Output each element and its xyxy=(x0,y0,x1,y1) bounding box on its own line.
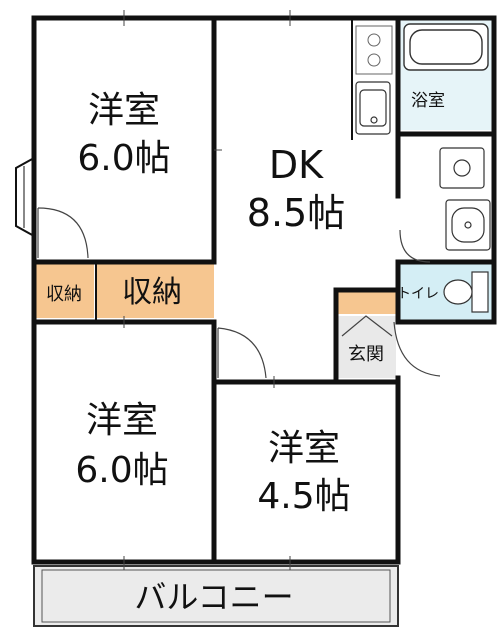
balcony-area xyxy=(33,565,399,627)
western-room-bottom-right-name: 洋室 xyxy=(268,428,340,469)
toilet-icon xyxy=(443,271,489,313)
balcony-inner-line xyxy=(41,569,391,623)
entrance-fill xyxy=(336,316,396,378)
bathtub-icon xyxy=(403,23,489,71)
entrance-label: 玄関 xyxy=(348,344,384,365)
western-room-bottom-right-size: 4.5帖 xyxy=(257,476,350,517)
dk-name: DK xyxy=(269,143,324,187)
closet-large-label: 収納 xyxy=(122,275,182,310)
balcony-label: バルコニー xyxy=(134,578,293,616)
wash-basin-icon xyxy=(445,199,491,251)
closet-small-label: 収納 xyxy=(46,284,82,305)
western-room-bottom-left-name: 洋室 xyxy=(86,400,158,441)
toilet-label: トイレ xyxy=(397,286,439,302)
western-room-top-name: 洋室 xyxy=(88,90,160,131)
western-room-bottom-left-size: 6.0帖 xyxy=(75,450,168,491)
closet-small-fill xyxy=(34,262,94,318)
stove-icon xyxy=(355,25,393,75)
kitchen-sink-icon xyxy=(355,81,391,135)
bathroom-label: 浴室 xyxy=(411,91,445,111)
door-swings xyxy=(37,207,441,379)
western-room-top-size: 6.0帖 xyxy=(77,138,170,179)
bay-window xyxy=(15,157,35,237)
dk-size: 8.5帖 xyxy=(247,191,345,235)
entrance-storage-fill xyxy=(336,292,396,314)
grid-ticks xyxy=(123,10,291,570)
walls xyxy=(31,15,497,565)
partition-lines xyxy=(95,18,353,322)
closet-large-fill xyxy=(96,262,214,318)
washer-space-icon xyxy=(439,147,485,189)
